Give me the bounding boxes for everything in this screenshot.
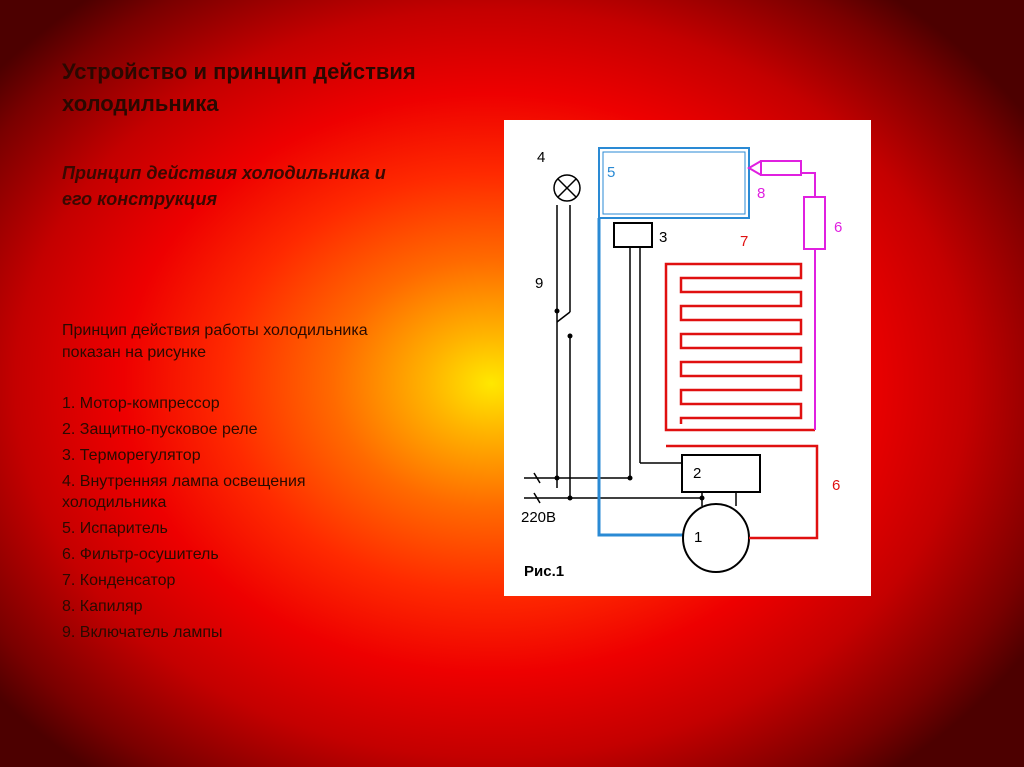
capillary <box>747 160 826 430</box>
terminal-mark-bottom <box>533 492 541 504</box>
lamp-icon <box>553 174 581 202</box>
slide-title: Устройство и принцип действия холодильни… <box>62 59 416 116</box>
figure-caption: Рис.1 <box>524 563 564 580</box>
terminal-mark-top <box>533 472 541 484</box>
relay-box <box>681 454 761 493</box>
legend-item-8: 8. Капиляр <box>62 598 143 615</box>
slide-subtitle: Принцип действия холодильника и его конс… <box>62 163 386 209</box>
intro-text: Принцип действия работы холодильника пок… <box>62 322 368 361</box>
legend-item-7: 7. Конденсатор <box>62 572 176 589</box>
filter-drier <box>803 196 826 250</box>
label-4: 4 <box>537 149 545 166</box>
wiring <box>524 205 737 506</box>
refrigerator-diagram: 4 5 8 6 3 7 9 2 6 1 220В Рис.1 <box>504 120 871 596</box>
junction-dots <box>554 308 705 501</box>
legend-item-4: 4. Внутренняя лампа освещения холодильни… <box>62 473 306 511</box>
label-2: 2 <box>693 465 701 482</box>
condenser <box>664 262 819 540</box>
lamp-switch-lever <box>556 311 571 323</box>
voltage-label: 220В <box>521 509 556 526</box>
legend-item-6: 6. Фильтр-осушитель <box>62 546 219 563</box>
diagram-svg: 4 5 8 6 3 7 9 2 6 1 220В Рис.1 <box>521 147 842 580</box>
label-1: 1 <box>694 529 702 546</box>
thermostat-box <box>613 222 653 248</box>
legend-item-2: 2. Защитно-пусковое реле <box>62 421 258 438</box>
label-6-top: 6 <box>834 219 842 236</box>
label-8: 8 <box>757 185 765 202</box>
legend-item-5: 5. Испаритель <box>62 520 168 537</box>
legend-item-1: 1. Мотор-компрессор <box>62 395 220 412</box>
legend-item-3: 3. Терморегулятор <box>62 447 201 464</box>
component-legend: 1. Мотор-компрессор 2. Защитно-пусковое … <box>62 393 362 648</box>
legend-item-9: 9. Включатель лампы <box>62 624 223 641</box>
label-6-bottom: 6 <box>832 477 840 494</box>
evaporator <box>598 147 750 219</box>
capillary-tube <box>760 160 802 176</box>
label-9: 9 <box>535 275 543 292</box>
label-5: 5 <box>607 164 615 181</box>
compressor-circle <box>682 503 750 573</box>
suction-line <box>597 218 686 537</box>
label-7: 7 <box>740 233 748 250</box>
label-3: 3 <box>659 229 667 246</box>
